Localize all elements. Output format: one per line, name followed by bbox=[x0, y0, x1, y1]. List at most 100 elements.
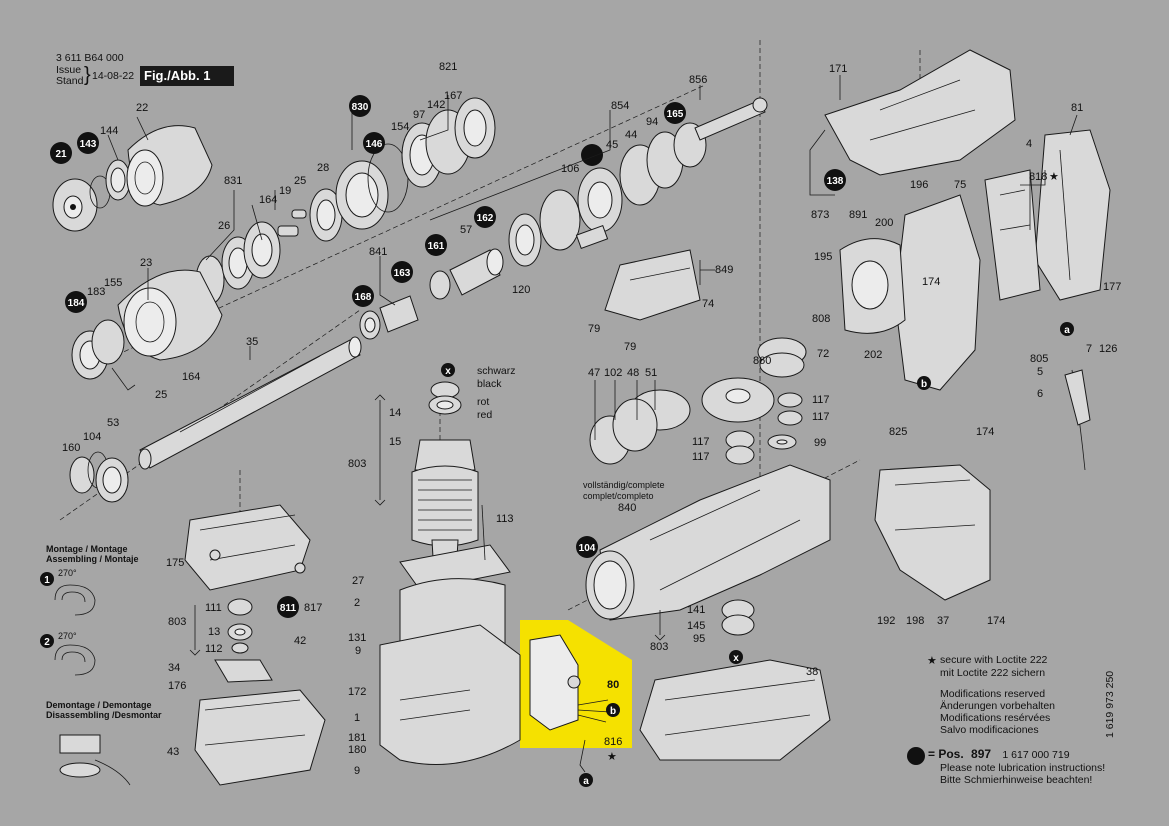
pn-79a: 79 bbox=[588, 323, 600, 335]
pn-860: 860 bbox=[753, 355, 771, 367]
badge-146: 146 bbox=[363, 132, 385, 154]
pn-117a: 117 bbox=[812, 394, 830, 406]
pn-195: 195 bbox=[814, 251, 832, 263]
wire-color-labels: schwarz black rot red bbox=[477, 365, 516, 421]
striker-group bbox=[359, 97, 768, 340]
pn-841: 841 bbox=[369, 246, 387, 258]
pn-53: 53 bbox=[107, 417, 119, 429]
pn-164b: 164 bbox=[182, 371, 200, 383]
pn-154: 154 bbox=[391, 121, 409, 133]
pn-95: 95 bbox=[693, 633, 705, 645]
pn-805: 805 bbox=[1030, 353, 1048, 365]
svg-text:red: red bbox=[477, 409, 492, 421]
star-icon: ★ bbox=[1049, 171, 1059, 183]
pn-15: 15 bbox=[389, 436, 401, 448]
svg-text:rot: rot bbox=[477, 396, 489, 408]
pn-25b: 25 bbox=[155, 389, 167, 401]
pn-112: 112 bbox=[205, 643, 223, 655]
pn-177: 177 bbox=[1103, 281, 1121, 293]
part-numbers: 22 144 831 19 25 164 26 28 154 97 142 16… bbox=[62, 61, 1121, 777]
pn-164a: 164 bbox=[259, 194, 277, 206]
pn-196: 196 bbox=[910, 179, 928, 191]
leader-lines bbox=[107, 75, 1078, 656]
pn-44: 44 bbox=[625, 129, 637, 141]
lub-note-1: Please note lubrication instructions! bbox=[940, 762, 1106, 774]
pn-181: 181 bbox=[348, 732, 366, 744]
svg-text:a: a bbox=[1064, 325, 1070, 336]
pn-172: 172 bbox=[348, 686, 366, 698]
pn-803a: 803 bbox=[348, 458, 366, 470]
mod-note-3: Modifications resérvées bbox=[940, 712, 1051, 724]
pn-160: 160 bbox=[62, 442, 80, 454]
pn-873: 873 bbox=[811, 209, 829, 221]
svg-text:Montage / Montage: Montage / Montage bbox=[46, 544, 128, 554]
pn-22: 22 bbox=[136, 102, 148, 114]
svg-text:vollständig/complete: vollständig/complete bbox=[583, 480, 665, 490]
pn-144: 144 bbox=[100, 125, 118, 137]
svg-text:b: b bbox=[921, 379, 927, 390]
pn-80: 80 bbox=[607, 679, 619, 691]
pn-831: 831 bbox=[224, 175, 242, 187]
svg-text:a: a bbox=[583, 776, 589, 787]
badges: 21 143 830 146 165 184 168 163 161 162 1… bbox=[50, 95, 846, 618]
pn-51: 51 bbox=[645, 367, 657, 379]
badge-184: 184 bbox=[65, 291, 87, 313]
pn-117d: 117 bbox=[692, 451, 710, 463]
pn-102: 102 bbox=[604, 367, 622, 379]
lub-note-2: Bitte Schmierhinweise beachten! bbox=[940, 774, 1093, 786]
pos-line: = Pos. 897 1 617 000 719 bbox=[928, 748, 1070, 762]
pn-171: 171 bbox=[829, 63, 847, 75]
svg-text:black: black bbox=[477, 378, 502, 390]
badge-830: 830 bbox=[349, 95, 371, 117]
pn-23: 23 bbox=[140, 257, 152, 269]
star-icon: ★ bbox=[607, 751, 617, 763]
pn-117c: 117 bbox=[692, 436, 710, 448]
mod-note-4: Salvo modificaciones bbox=[940, 724, 1039, 736]
pn-104: 104 bbox=[83, 431, 101, 443]
pn-113: 113 bbox=[496, 513, 514, 525]
spindle-tube bbox=[69, 336, 362, 503]
assembly-text: Montage / Montage Assembling / Montaje 2… bbox=[46, 544, 162, 720]
badge-811: 811 bbox=[277, 596, 299, 618]
svg-text:811: 811 bbox=[280, 603, 297, 614]
pn-117b: 117 bbox=[812, 411, 830, 423]
star-icon: ★ bbox=[927, 655, 937, 667]
svg-text:Demontage / Demontage: Demontage / Demontage bbox=[46, 700, 152, 710]
pn-817: 817 bbox=[304, 602, 322, 614]
pn-816: 816 bbox=[604, 736, 622, 748]
pn-183: 183 bbox=[87, 286, 105, 298]
pn-26: 26 bbox=[218, 220, 230, 232]
pn-47: 47 bbox=[588, 367, 600, 379]
svg-text:138: 138 bbox=[827, 176, 844, 187]
svg-text:163: 163 bbox=[394, 268, 411, 279]
chuck-assembly bbox=[52, 125, 213, 232]
pn-19: 19 bbox=[279, 185, 291, 197]
pn-37: 37 bbox=[937, 615, 949, 627]
svg-text:complet/completo: complet/completo bbox=[583, 491, 654, 501]
doc-number: 3 611 B64 000 bbox=[56, 52, 124, 64]
pn-180: 180 bbox=[348, 744, 366, 756]
pn-141: 141 bbox=[687, 604, 705, 616]
issue-date: 14-08-22 bbox=[92, 70, 135, 82]
badge-161: 161 bbox=[425, 234, 447, 256]
pn-142: 142 bbox=[427, 99, 445, 111]
pn-28: 28 bbox=[317, 162, 329, 174]
svg-text:21: 21 bbox=[55, 149, 67, 160]
switch-housing bbox=[639, 464, 991, 761]
mod-note-1: Modifications reserved bbox=[940, 688, 1046, 700]
gear-housing bbox=[824, 49, 1111, 391]
pn-854: 854 bbox=[611, 100, 629, 112]
pn-9b: 9 bbox=[354, 765, 360, 777]
pn-4: 4 bbox=[1026, 138, 1032, 150]
pn-97: 97 bbox=[413, 109, 425, 121]
pn-5: 5 bbox=[1037, 366, 1043, 378]
pn-175: 175 bbox=[166, 557, 184, 569]
svg-text:161: 161 bbox=[428, 241, 445, 252]
pn-48: 48 bbox=[627, 367, 639, 379]
pn-174c: 174 bbox=[987, 615, 1005, 627]
pn-106: 106 bbox=[561, 163, 579, 175]
complete-label: vollständig/complete complet/completo bbox=[583, 480, 665, 501]
badge-163: 163 bbox=[391, 261, 413, 283]
pn-35: 35 bbox=[246, 336, 258, 348]
pn-38: 38 bbox=[806, 666, 818, 678]
